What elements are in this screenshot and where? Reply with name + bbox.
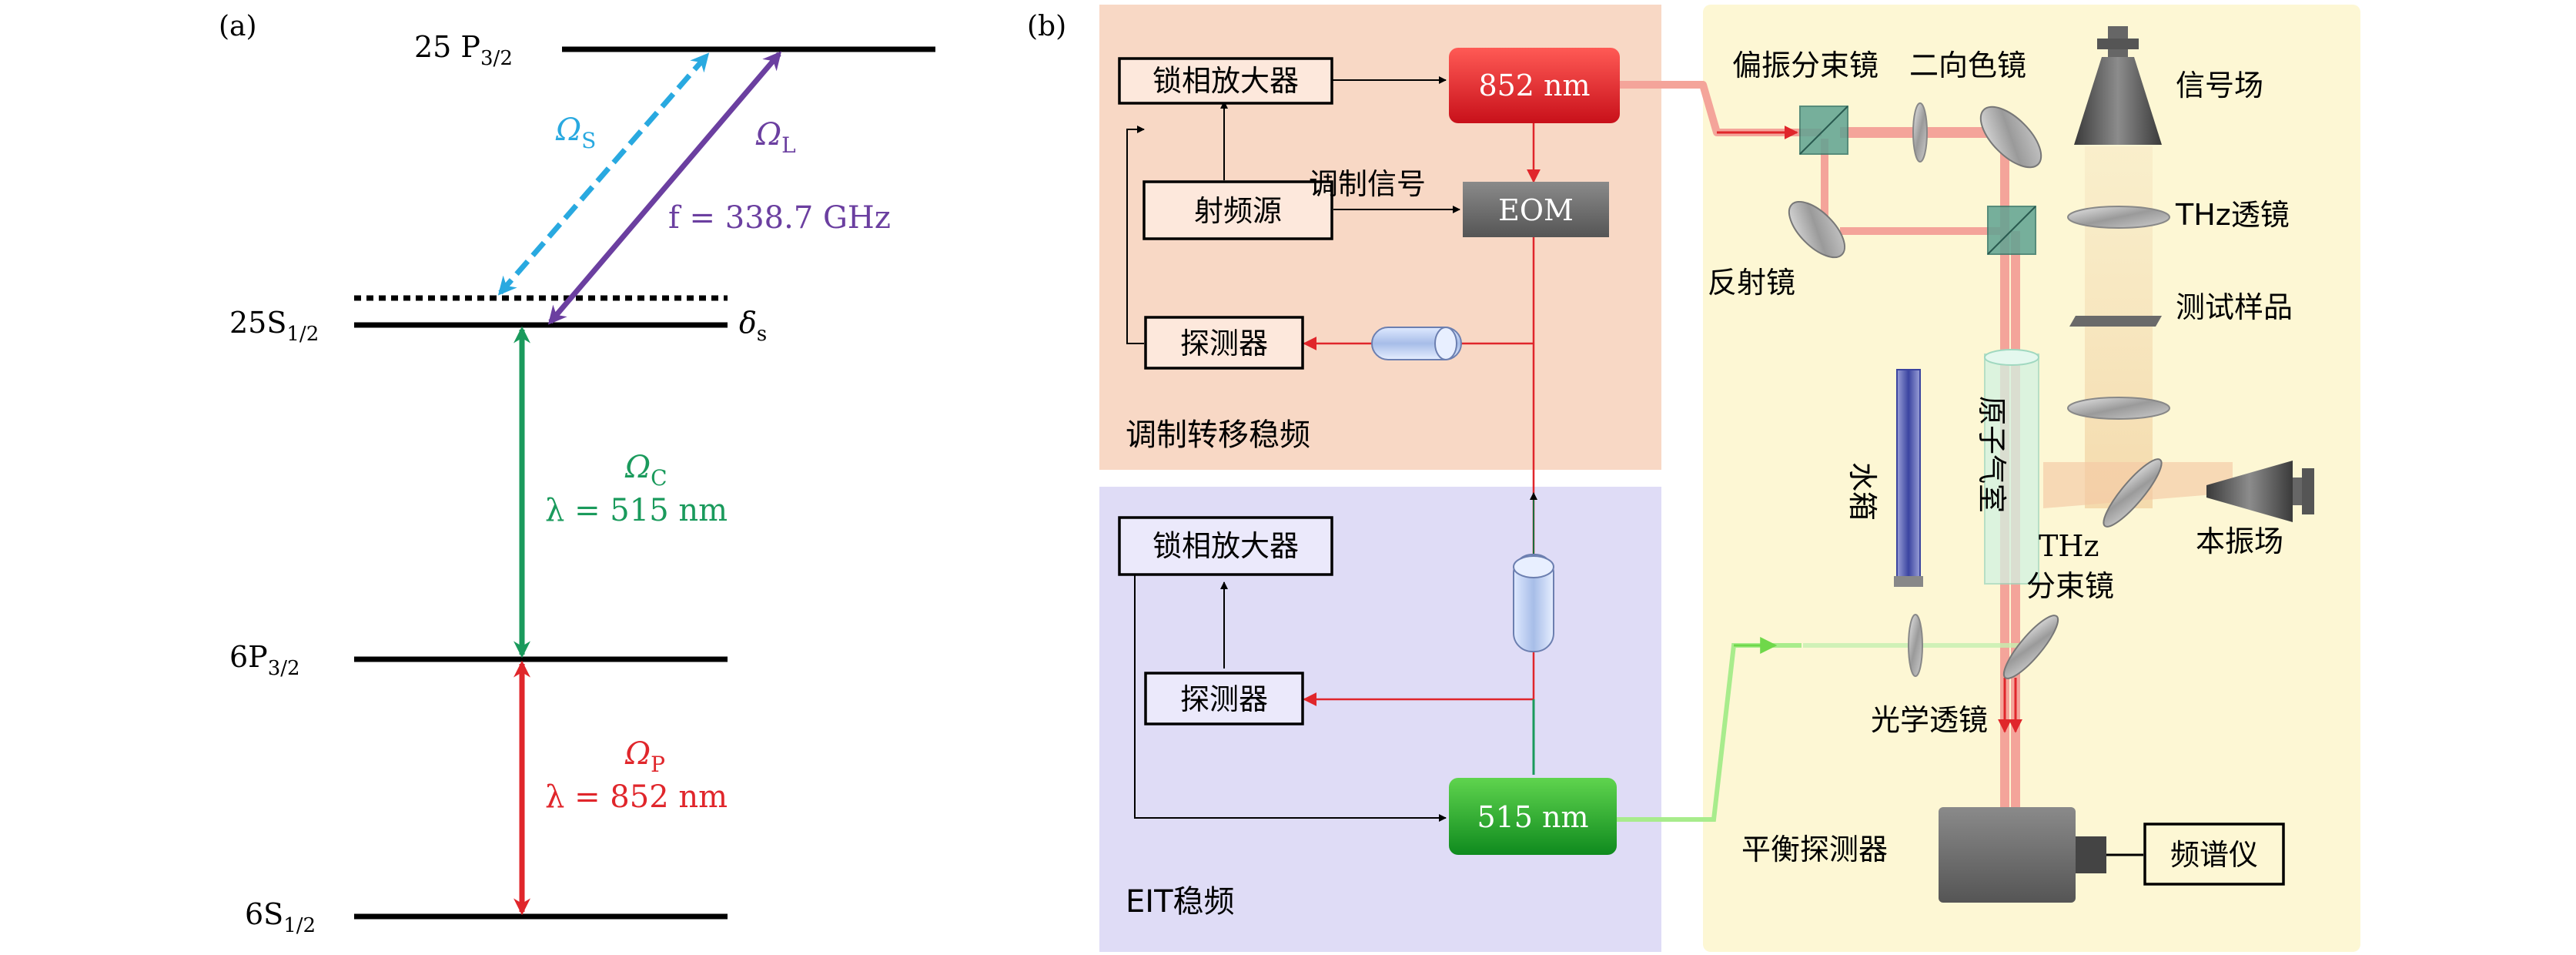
label-dichroic: 二向色镜 (1909, 49, 2026, 82)
lockin-amp-mts: 锁相放大器 (1118, 57, 1333, 105)
laser-852: 852 nm (1449, 48, 1620, 123)
lockin-amp-eit: 锁相放大器 (1118, 516, 1333, 576)
vapor-cell (1984, 354, 2039, 585)
svg-text:515 nm: 515 nm (1477, 800, 1588, 834)
label-lambda-p: λ = 852 nm (545, 779, 728, 815)
thz-beam (2085, 146, 2153, 508)
label-thz-lens: THz透镜 (2175, 198, 2290, 232)
spectrum-analyzer: 频谱仪 (2143, 823, 2285, 886)
wire-lockin-515 (1134, 570, 1447, 822)
label-balanced-detector: 平衡探测器 (1741, 833, 1888, 866)
arrow-omega-l (547, 51, 782, 325)
combining-mirror (2002, 615, 2059, 679)
label-6p32: 6P3/2 (229, 640, 300, 680)
wire-detector-lockin (1126, 126, 1145, 344)
eit-title: EIT稳频 (1126, 884, 1235, 920)
dichroic-mirror (1979, 106, 2042, 169)
mts-title: 调制转移稳频 (1126, 417, 1310, 453)
pbs-lower (1987, 206, 2036, 255)
label-sample: 测试样品 (2176, 290, 2293, 324)
svg-text:锁相放大器: 锁相放大器 (1153, 529, 1299, 563)
panel-a-tag: (a) (219, 11, 257, 42)
detector-mts: 探测器 (1144, 316, 1304, 370)
label-6s12: 6S1/2 (245, 897, 316, 937)
svg-text:频谱仪: 频谱仪 (2170, 838, 2258, 872)
cell-horizontal (1371, 327, 1462, 360)
label-omega-p: ΩP (624, 736, 665, 777)
label-omega-s: ΩS (555, 112, 596, 153)
panel-a: (a) 25 P3/2 25S1/2 δs 6P3/2 6S1/2 ΩS ΩL … (219, 11, 935, 937)
thz-beamsplitter (2103, 458, 2163, 528)
label-optical-lens: 光学透镜 (1871, 703, 1988, 737)
label-25s12: 25S1/2 (229, 306, 319, 346)
balanced-detector (1939, 807, 2143, 903)
vapor-cell-top (1984, 349, 2039, 366)
label-water-tank: 水箱 (1845, 462, 1879, 521)
label-mirror: 反射镜 (1708, 266, 1795, 300)
label-lo-field: 本振场 (2196, 524, 2283, 558)
signal-horn (2074, 26, 2162, 145)
cell-vertical (1513, 554, 1554, 652)
label-thz-bs-1: THz (2039, 529, 2099, 563)
thz-lens-top (2067, 206, 2170, 229)
label-vapor-cell: 原子气室 (1975, 396, 2009, 513)
water-tank (1896, 369, 1921, 586)
detector-eit: 探测器 (1144, 672, 1304, 725)
waveplate (1912, 102, 1928, 163)
label-omega-l: ΩL (755, 117, 796, 158)
label-pbs: 偏振分束镜 (1732, 49, 1878, 82)
svg-text:锁相放大器: 锁相放大器 (1153, 64, 1299, 98)
label-omega-c: ΩC (624, 450, 667, 491)
thz-lens-bottom (2067, 397, 2170, 420)
label-frequency: f = 338.7 GHz (668, 200, 891, 236)
svg-text:EOM: EOM (1498, 193, 1574, 227)
lo-horn (2206, 461, 2314, 522)
rf-source: 射频源 (1142, 180, 1333, 240)
eom: EOM (1463, 182, 1609, 237)
svg-text:射频源: 射频源 (1194, 194, 1282, 228)
svg-text:探测器: 探测器 (1180, 682, 1268, 716)
label-25p32: 25 P3/2 (414, 30, 513, 70)
mod-signal-label: 调制信号 (1309, 167, 1426, 201)
water-tank-base (1894, 576, 1923, 587)
laser-515: 515 nm (1449, 778, 1617, 855)
panel-b: (b) 调制转移稳频 EIT稳频 锁相放大器 (1027, 5, 2360, 952)
pbs-top (1799, 106, 1848, 155)
reflection-mirror (1788, 200, 1846, 259)
optical-lens (1908, 614, 1923, 677)
label-thz-bs-2: 分束镜 (2026, 569, 2114, 603)
label-lambda-c: λ = 515 nm (545, 493, 728, 528)
label-delta-s: δs (739, 306, 767, 346)
svg-text:852 nm: 852 nm (1478, 69, 1590, 102)
panel-b-tag: (b) (1027, 11, 1066, 42)
test-sample (2069, 316, 2162, 327)
label-signal-field: 信号场 (2176, 69, 2263, 102)
svg-text:探测器: 探测器 (1180, 327, 1268, 360)
